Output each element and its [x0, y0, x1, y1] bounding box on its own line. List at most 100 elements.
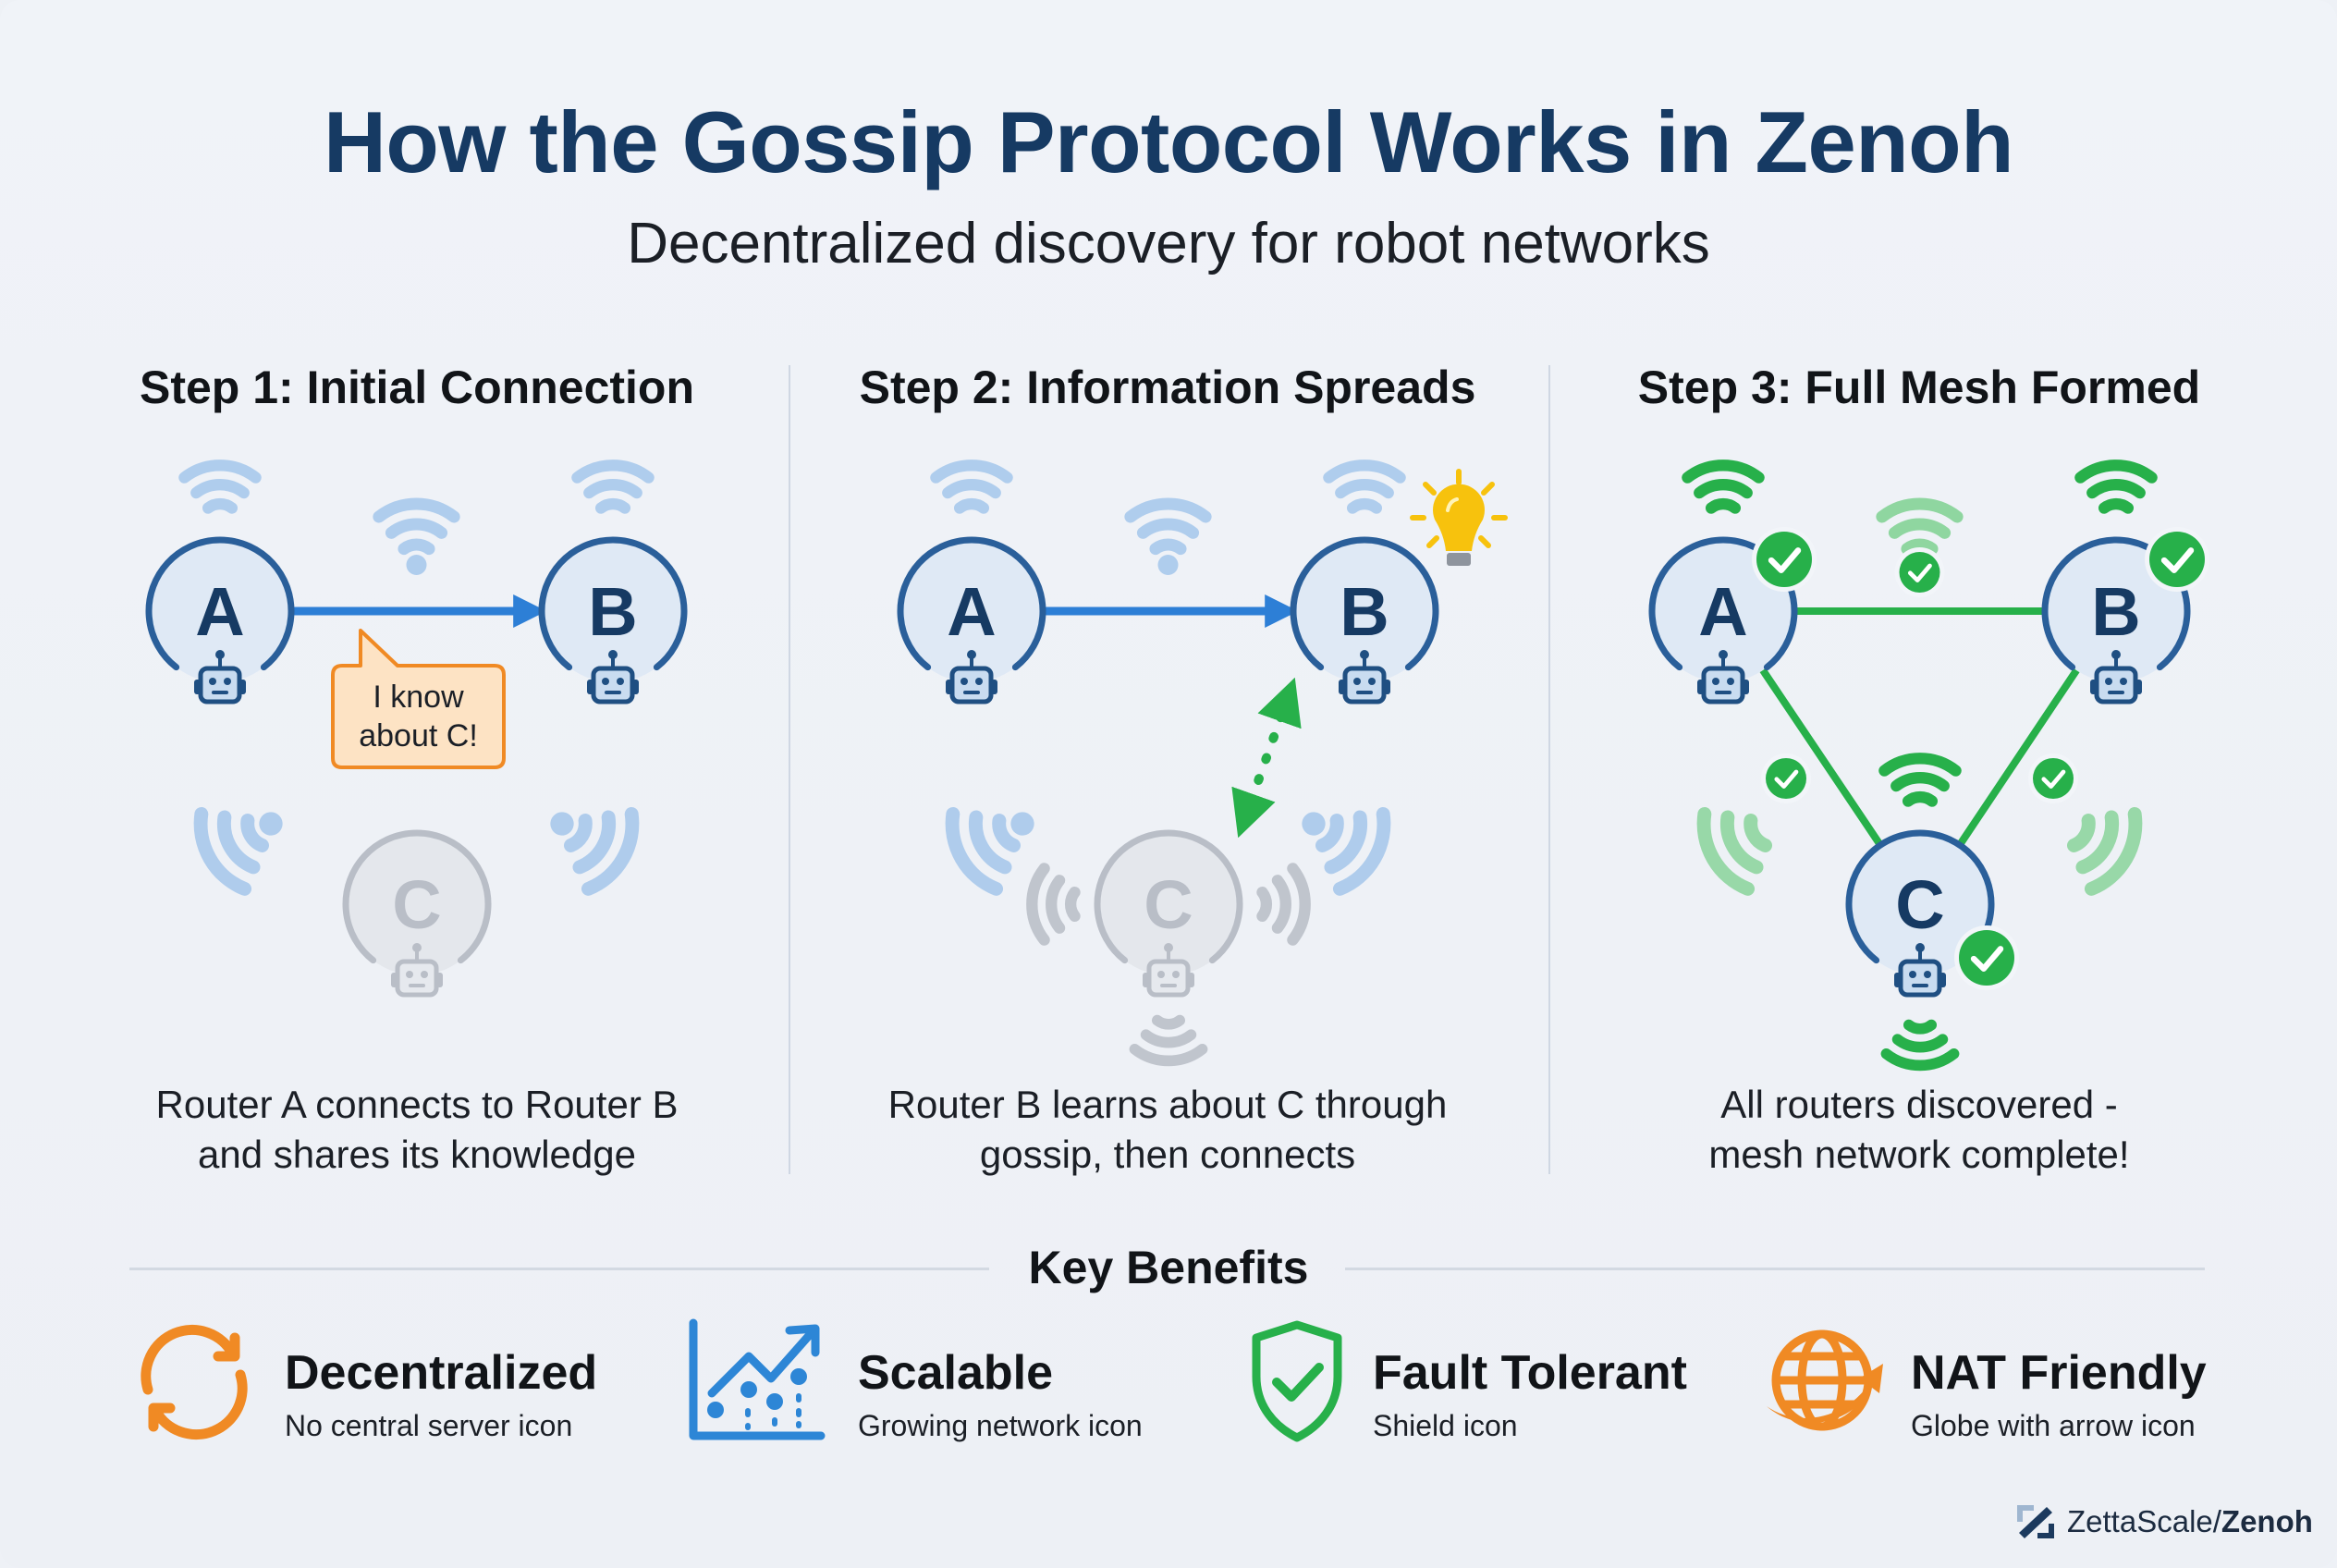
benefit-title: Decentralized — [285, 1346, 598, 1400]
check-badge-circle — [1959, 930, 2014, 986]
benefit-title: Fault Tolerant — [1373, 1346, 1687, 1400]
robot-mouth — [1912, 984, 1928, 987]
signal-arc — [373, 497, 460, 523]
robot-mouth — [2108, 691, 2124, 694]
signal-arc — [945, 806, 1004, 896]
signal-arc — [2075, 810, 2120, 875]
robot-eye — [602, 678, 609, 685]
signal-arc — [992, 814, 1021, 852]
robot-ear — [991, 680, 997, 694]
robot-eye — [1172, 971, 1180, 978]
signal-arc — [190, 479, 250, 499]
robot-ear — [391, 973, 398, 987]
signal-arc — [1880, 1047, 1960, 1072]
node-fill — [900, 540, 1043, 682]
signal-arc — [1332, 806, 1391, 896]
robot-head — [949, 666, 994, 704]
robot-icon — [946, 650, 997, 704]
signal-arc — [1878, 753, 1962, 777]
signal-icon — [571, 459, 655, 514]
lightbulb-icon — [1410, 469, 1508, 566]
check-badge-circle — [1756, 532, 1812, 587]
node-fill — [542, 540, 684, 682]
signal-arc — [2067, 814, 2096, 852]
signal-arc — [2074, 459, 2158, 484]
signal-dot — [1302, 812, 1326, 836]
robot-antenna-tip — [412, 943, 422, 952]
robot-icon — [1894, 943, 1946, 998]
check-badge-icon — [1894, 547, 1945, 597]
lightbulb-base — [1447, 553, 1471, 566]
signal-arc — [1335, 479, 1394, 499]
column-divider — [1548, 365, 1550, 1174]
key-benefits-divider-right — [1345, 1268, 2205, 1270]
growth-chart-icon — [689, 1318, 826, 1440]
signal-arc — [178, 459, 262, 484]
signal-arc — [1129, 1043, 1208, 1067]
signal-arc — [1346, 497, 1383, 514]
check-badge-circle — [1766, 758, 1806, 799]
brand-logo: ZettaScale/Zenoh — [2015, 1501, 2313, 1542]
signal-arc — [581, 806, 640, 896]
signal-arc — [240, 814, 269, 852]
signal-arc — [572, 810, 617, 875]
signal-arc — [1888, 518, 1952, 539]
robot-eye — [617, 678, 624, 685]
robot-eye — [224, 678, 231, 685]
robot-eye — [975, 678, 983, 685]
signal-arc — [1026, 863, 1050, 946]
robot-head — [1342, 666, 1387, 704]
signal-arc — [1271, 875, 1291, 934]
robot-icon — [391, 943, 443, 998]
node-label: C — [1144, 866, 1193, 943]
signal-arc — [942, 479, 1001, 499]
signal-arc — [583, 479, 642, 499]
signal-dot — [1010, 812, 1034, 836]
signal-arc — [216, 810, 261, 875]
signal-dot — [406, 555, 427, 575]
robot-icon — [1339, 650, 1390, 704]
mesh-link — [1759, 668, 1884, 848]
lightbulb-ray — [1478, 535, 1491, 548]
robot-ear — [1743, 680, 1749, 694]
signal-arc — [1149, 538, 1187, 556]
signal-arc — [1064, 886, 1081, 923]
check-badge-circle — [2033, 758, 2074, 799]
robot-ear — [239, 680, 246, 694]
node-fill — [1849, 833, 1991, 975]
robot-ear — [632, 680, 639, 694]
robot-eye — [960, 678, 968, 685]
signal-arc — [571, 459, 655, 484]
robot-icon — [1143, 943, 1194, 998]
robot-ear — [436, 973, 443, 987]
zettascale-logo-icon — [2017, 1505, 2054, 1538]
node-label: A — [1698, 573, 1747, 650]
router-node-c: C — [342, 829, 492, 998]
node-ring — [538, 536, 688, 671]
robot-icon — [2090, 650, 2142, 704]
benefit-title: Scalable — [858, 1346, 1054, 1400]
caption-line: Router B learns about C through — [887, 1083, 1448, 1126]
signal-icon — [1129, 1014, 1208, 1067]
node-ring — [145, 536, 295, 671]
robot-mouth — [409, 984, 425, 987]
robot-head — [2094, 666, 2138, 704]
robot-ear — [1939, 973, 1946, 987]
signal-arc — [1902, 790, 1939, 807]
robot-icon — [194, 650, 246, 704]
signal-arc — [1323, 459, 1406, 484]
signal-arc — [193, 806, 252, 896]
lightbulb-glass — [1433, 484, 1485, 551]
node-label: A — [195, 573, 244, 650]
signal-icon — [1302, 806, 1391, 896]
sync-arrows-icon — [141, 1324, 248, 1440]
robot-ear — [1384, 680, 1390, 694]
benefit-subtitle: Globe with arrow icon — [1911, 1409, 2196, 1442]
step-2-title: Step 2: Information Spreads — [859, 361, 1476, 413]
signal-icon — [550, 806, 640, 896]
signal-arc — [1744, 814, 1772, 852]
signal-arc — [1256, 886, 1273, 923]
robot-head — [1701, 666, 1745, 704]
node-fill — [1293, 540, 1436, 682]
